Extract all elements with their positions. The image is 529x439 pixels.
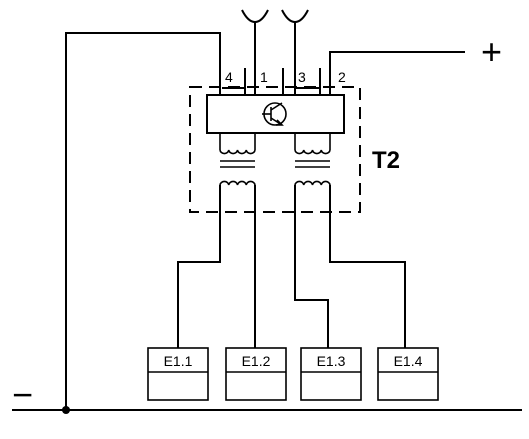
transformer-core-left: [220, 160, 255, 168]
lamp-label-e1-3: E1.3: [317, 353, 346, 369]
transistor-module: [206, 94, 345, 134]
lamp-e1-3: [300, 347, 362, 401]
lamp-label-e1-2: E1.2: [242, 353, 271, 369]
lamp-e1-2: [225, 347, 287, 401]
lamp-label-e1-1: E1.1: [164, 353, 193, 369]
minus-wire: [65, 32, 221, 410]
lamp-wire-e1-3: [294, 185, 329, 348]
lamp-wire-e1-1: [177, 185, 221, 348]
junction-dot: [62, 406, 70, 414]
minus-sign: −: [12, 374, 33, 415]
lamp-label-e1-4: E1.4: [394, 353, 423, 369]
plus-wire: [329, 51, 465, 95]
pin-label-4: 4: [225, 69, 233, 85]
plus-sign: +: [481, 31, 502, 72]
pin-label-2: 2: [338, 69, 346, 85]
input-connector-right: [281, 9, 309, 95]
input-connector-left: [241, 9, 269, 95]
lamp-wire-e1-4: [329, 185, 406, 348]
pin-label-1: 1: [260, 69, 268, 85]
lamp-e1-4: [377, 347, 439, 401]
primary-coil-left-icon: [219, 133, 256, 155]
lamp-e1-1: [147, 347, 209, 401]
pin-label-3: 3: [298, 69, 306, 85]
transistor-icon: [262, 102, 287, 126]
transformer-label: T2: [372, 147, 400, 174]
transformer-core-right: [295, 160, 330, 168]
secondary-coil-right-icon: [294, 180, 331, 186]
secondary-coil-left-icon: [219, 180, 256, 186]
primary-coil-right-icon: [294, 133, 331, 155]
transformer-outline: [189, 86, 361, 213]
